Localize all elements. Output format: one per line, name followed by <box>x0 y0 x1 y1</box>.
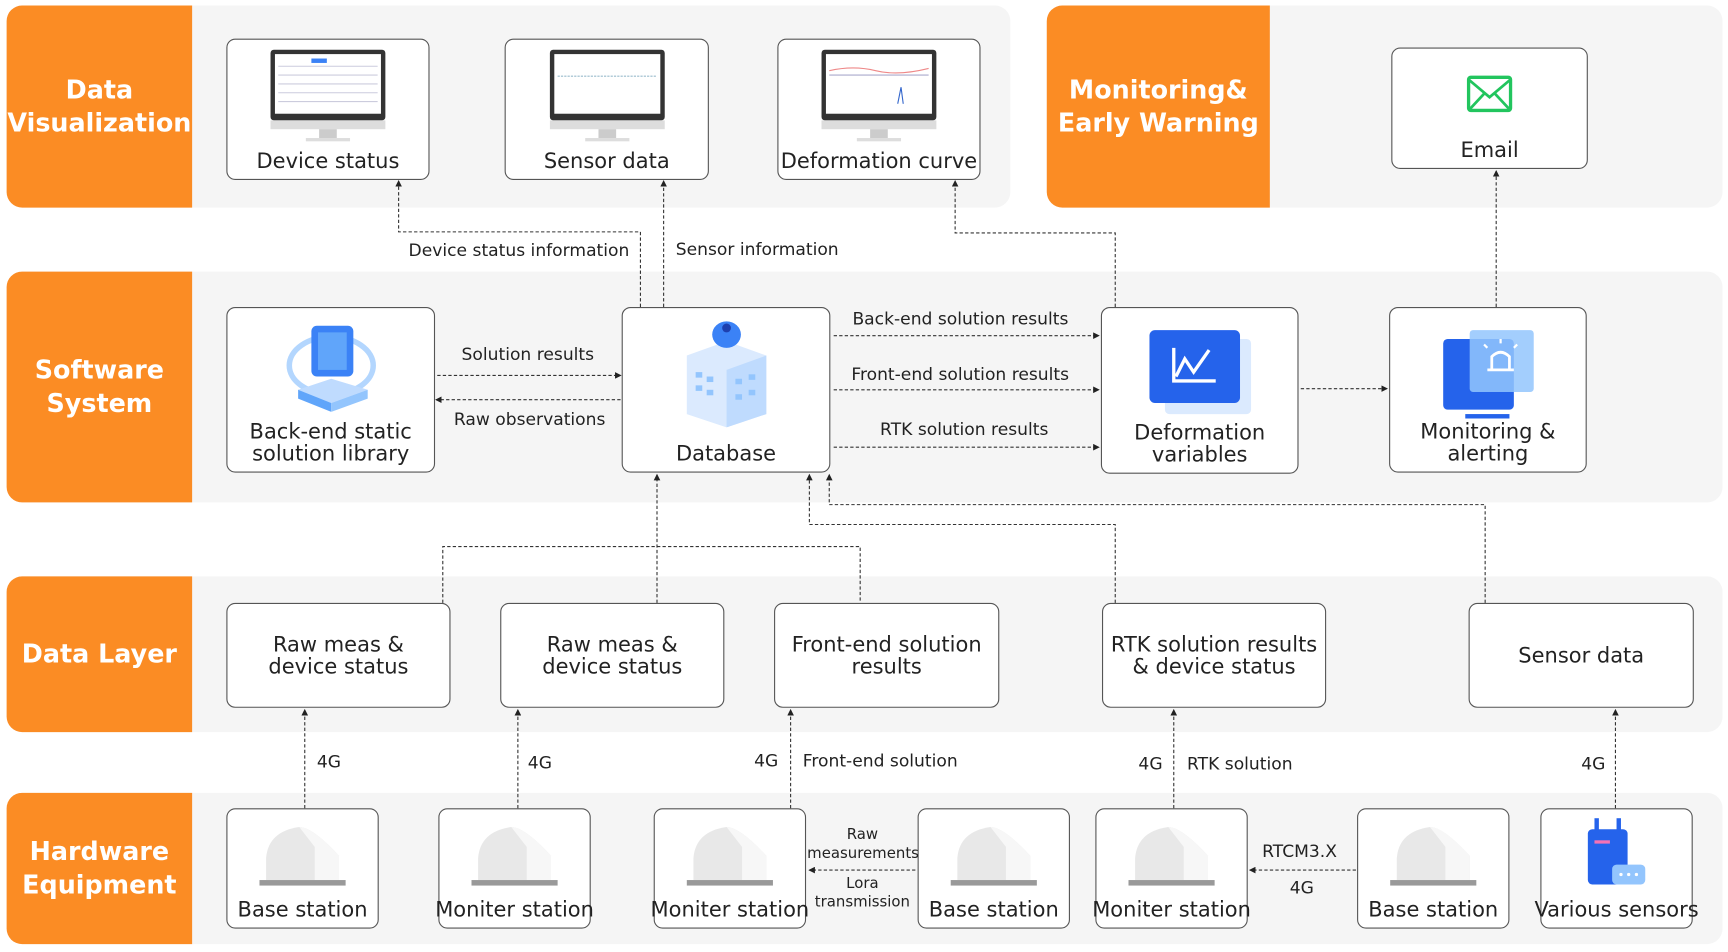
sensor-data-box: Sensor data <box>1468 602 1694 708</box>
chart-icon <box>1148 330 1251 415</box>
label-raw-observations: Raw observations <box>453 409 606 430</box>
frontend-results-label: Front-end solution results <box>791 632 982 679</box>
rtk-results-label: RTK solution results & device status <box>1110 632 1318 679</box>
gnss-antenna-icon <box>471 827 558 886</box>
hardware-label-sensors: Various sensors <box>1534 897 1699 923</box>
sensor-data-viz-label: Sensor data <box>543 149 670 174</box>
device-status-box: Device status <box>226 38 430 180</box>
chip-icon <box>285 325 376 412</box>
hardware-box-mon1: Moniter station <box>435 808 594 929</box>
label-rtk-solution: RTK solution <box>1187 754 1293 775</box>
frontend-results-box: Front-end solution results <box>774 602 1000 708</box>
database-label: Database <box>675 441 777 466</box>
label-rtk-results: RTK solution results <box>880 419 1049 440</box>
gnss-antenna-icon <box>686 827 773 886</box>
monitor-icon <box>270 49 386 142</box>
label-4g: 4G <box>527 753 552 773</box>
hardware-label-mon1: Moniter station <box>435 897 594 923</box>
label-4g: 4G <box>754 750 779 771</box>
alarm-icon <box>1442 330 1534 419</box>
deformation-variables-label: Deformation variables <box>1134 420 1266 468</box>
monitor-icon <box>549 49 665 142</box>
label-device-status-info: Device status information <box>408 240 630 261</box>
rtk-results-box: RTK solution results & device status <box>1101 602 1327 708</box>
sensor-data-label: Sensor data <box>1518 643 1645 668</box>
gnss-antenna-icon <box>1128 827 1215 886</box>
hardware-label-base3: Base station <box>1368 897 1499 923</box>
label-raw-measurements: Raw measurements <box>807 825 919 863</box>
hardware-label-base2: Base station <box>928 897 1059 923</box>
label-frontend-solution: Front-end solution <box>802 750 958 771</box>
email-label: Email <box>1460 138 1519 163</box>
layer-label-data: Data Layer <box>6 576 193 733</box>
monitoring-alerting-label: Monitoring & alerting <box>1420 419 1556 466</box>
sensor-data-viz-box: Sensor data <box>504 38 709 180</box>
layer-label-software: Software System <box>6 271 193 503</box>
deformation-curve-label: Deformation curve <box>780 149 978 174</box>
gnss-antenna-icon <box>259 827 346 886</box>
sensor-icon <box>1587 818 1646 885</box>
database-icon <box>686 321 766 428</box>
label-frontend-results: Front-end solution results <box>851 364 1070 385</box>
label-4g: 4G <box>1138 754 1163 775</box>
raw-meas-box-2: Raw meas & device status <box>500 602 725 708</box>
email-icon <box>1466 75 1513 113</box>
hardware-box-mon3: Moniter station <box>1092 808 1251 929</box>
monitoring-alerting-box: Monitoring & alerting <box>1389 306 1587 473</box>
label-backend-results: Back-end solution results <box>852 309 1069 330</box>
hardware-box-sensors: Various sensors <box>1534 808 1699 929</box>
hardware-label-mon2: Moniter station <box>650 897 810 923</box>
label-rtcm: RTCM3.X <box>1262 841 1337 862</box>
raw-meas-label-2: Raw meas & device status <box>542 632 683 679</box>
backend-library-box: Back-end static solution library <box>226 306 436 473</box>
label-sensor-info: Sensor information <box>675 239 839 260</box>
label-solution-results: Solution results <box>461 344 595 365</box>
gnss-antenna-icon <box>950 827 1037 886</box>
device-status-label: Device status <box>256 149 400 174</box>
deformation-curve-box: Deformation curve <box>777 38 981 180</box>
email-box: Email <box>1391 47 1588 169</box>
hardware-label-mon3: Moniter station <box>1092 897 1251 923</box>
label-4g: 4G <box>1581 754 1606 775</box>
raw-meas-box-1: Raw meas & device status <box>226 602 451 708</box>
gnss-antenna-icon <box>1390 827 1477 886</box>
label-4g: 4G <box>316 751 342 772</box>
hardware-box-base2: Base station <box>917 808 1070 929</box>
backend-library-label: Back-end static solution library <box>249 419 412 466</box>
hardware-box-base1: Base station <box>226 808 379 929</box>
database-box: Database <box>621 306 831 473</box>
hardware-box-base3: Base station <box>1357 808 1510 929</box>
layer-label-viz: Data Visualization <box>6 5 193 208</box>
layer-label-hardware: Hardware Equipment <box>6 792 193 945</box>
label-lora: Lora transmission <box>814 874 910 911</box>
label-4g: 4G <box>1289 877 1314 898</box>
layer-label-warning: Monitoring& Early Warning <box>1046 5 1270 208</box>
hardware-label-base1: Base station <box>237 897 368 923</box>
deformation-variables-box: Deformation variables <box>1100 306 1299 474</box>
raw-meas-label-1: Raw meas & device status <box>268 632 409 679</box>
hardware-box-mon2: Moniter station <box>651 808 809 929</box>
monitor-icon <box>821 49 937 142</box>
